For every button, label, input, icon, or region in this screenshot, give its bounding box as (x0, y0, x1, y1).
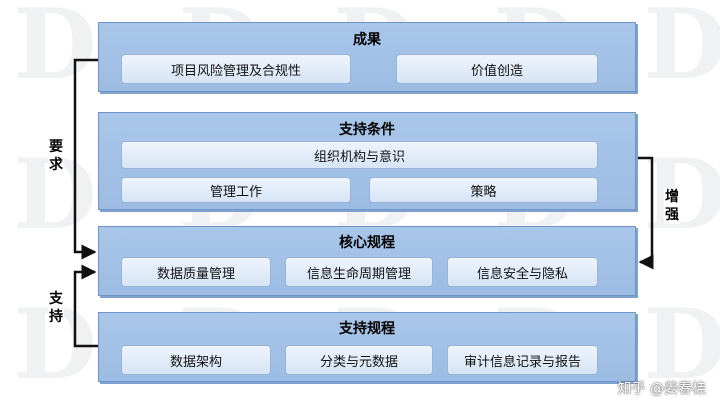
panel-title: 支持条件 (339, 122, 395, 138)
audit-reporting-box: 审计信息记录与报告 (447, 345, 598, 375)
panel-title: 核心规程 (339, 235, 395, 251)
require-arrow (73, 58, 98, 260)
value-creation-box: 价值创造 (396, 54, 598, 84)
classification-metadata-box: 分类与元数据 (285, 345, 433, 375)
outcomes-panel: 成果 项目风险管理及合规性 价值创造 (98, 22, 636, 92)
risk-compliance-box: 项目风险管理及合规性 (121, 54, 351, 84)
organization-awareness-box: 组织机构与意识 (121, 141, 598, 169)
enhance-label-text: 增 强 (665, 189, 679, 223)
data-quality-box: 数据质量管理 (121, 257, 271, 287)
panel-title: 支持规程 (339, 321, 395, 337)
require-label-text: 要 求 (49, 139, 63, 173)
panel-title: 成果 (353, 32, 381, 48)
support-arrow (73, 264, 98, 348)
management-work-box: 管理工作 (121, 177, 351, 203)
strategy-box: 策略 (369, 177, 598, 203)
support-processes-panel: 支持规程 数据架构 分类与元数据 审计信息记录与报告 (98, 312, 636, 382)
enhance-arrow (636, 156, 654, 270)
info-lifecycle-box: 信息生命周期管理 (285, 257, 433, 287)
support-label-text: 支 持 (49, 291, 63, 325)
data-architecture-box: 数据架构 (121, 345, 271, 375)
support-conditions-panel: 支持条件 组织机构与意识 管理工作 策略 (98, 112, 636, 210)
enhance-label: 增 强 (664, 188, 680, 224)
support-label: 支 持 (48, 290, 64, 326)
require-label: 要 求 (48, 138, 64, 174)
source-credit: 知乎 @姜春桂 (617, 381, 706, 397)
core-processes-panel: 核心规程 数据质量管理 信息生命周期管理 信息安全与隐私 (98, 226, 636, 296)
info-security-box: 信息安全与隐私 (447, 257, 598, 287)
